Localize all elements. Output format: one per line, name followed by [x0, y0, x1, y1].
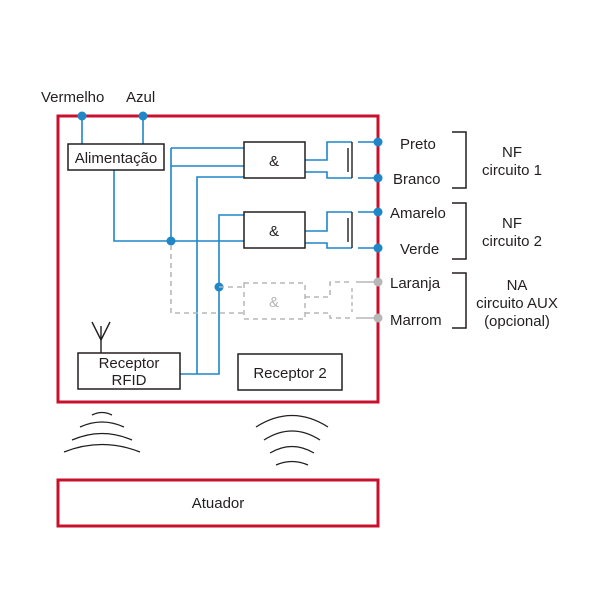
circuit-aux-note: (opcional) — [484, 313, 550, 330]
terminal-vermelho — [77, 111, 87, 121]
output-label-laranja: Laranja — [390, 275, 441, 292]
rfid-signal-waves-icon — [63, 411, 141, 453]
rfid-receiver-block — [77, 352, 181, 390]
circuit-1-name: circuito 1 — [482, 162, 542, 179]
circuit-aux-name: circuito AUX — [476, 295, 558, 312]
circuit-2-type: NF — [502, 215, 522, 232]
terminal-amarelo — [373, 207, 383, 217]
and-gate-aux-symbol: & — [269, 294, 279, 311]
receiver-2-block — [237, 353, 343, 391]
terminal-azul — [138, 111, 148, 121]
receiver-2-label: Receptor 2 — [253, 365, 326, 382]
junction-dot-main — [166, 236, 176, 246]
and-gate-2 — [243, 211, 306, 249]
wire-label-azul: Azul — [126, 89, 155, 106]
and-gate-1 — [243, 141, 306, 179]
output-label-marrom: Marrom — [390, 312, 442, 329]
contact-na-circuit-aux — [351, 281, 378, 319]
output-label-amarelo: Amarelo — [390, 205, 446, 222]
circuit-1-type: NF — [502, 144, 522, 161]
actuator-block — [56, 478, 380, 528]
and-gate-2-symbol: & — [269, 223, 279, 240]
signal-wires — [113, 141, 352, 375]
terminal-preto — [373, 137, 383, 147]
output-label-preto: Preto — [400, 136, 436, 153]
terminal-verde — [373, 243, 383, 253]
switch-housing-frame — [56, 114, 380, 404]
output-label-verde: Verde — [400, 241, 439, 258]
rfid-receiver-label-line1: Receptor — [99, 355, 160, 372]
output-label-branco: Branco — [393, 171, 441, 188]
circuit-aux-type: NA — [507, 277, 528, 294]
contact-nf-circuit-1 — [347, 141, 378, 179]
power-supply-label: Alimentação — [75, 150, 158, 167]
power-input-wires — [81, 116, 144, 144]
receiver2-signal-waves-icon — [255, 414, 329, 466]
power-supply-block — [67, 143, 165, 171]
antenna-icon — [91, 321, 111, 353]
circuit-2-name: circuito 2 — [482, 233, 542, 250]
and-gate-1-symbol: & — [269, 153, 279, 170]
terminal-branco — [373, 173, 383, 183]
terminal-marrom — [373, 313, 383, 323]
optional-circuit-wires — [170, 245, 352, 319]
contact-nf-circuit-2 — [347, 211, 378, 249]
rfid-receiver-label-line2: RFID — [112, 372, 147, 389]
actuator-label: Atuador — [192, 495, 245, 512]
circuit-brackets — [452, 131, 467, 329]
wire-label-vermelho: Vermelho — [41, 89, 104, 106]
terminal-laranja — [373, 277, 383, 287]
and-gate-aux — [243, 282, 306, 320]
